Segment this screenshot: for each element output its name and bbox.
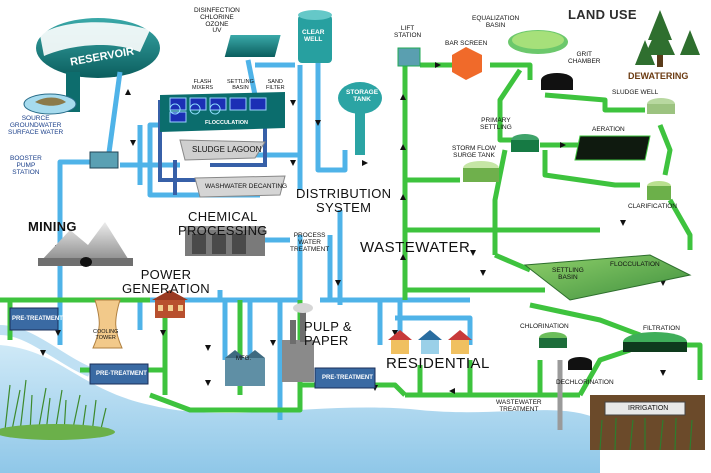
treated-water-pipes <box>57 55 473 420</box>
flocculation-top-label: FLOCCULATION <box>205 120 248 126</box>
residential-houses <box>388 330 472 354</box>
mining-mountain <box>38 222 133 267</box>
dechlorination-tank <box>568 357 592 370</box>
mfg-label: MFG. <box>236 356 251 362</box>
treatment-plant <box>160 92 285 132</box>
grit-chamber <box>541 73 573 90</box>
chlorination-label: CHLORINATION <box>520 323 569 330</box>
pre-treatment-box-2 <box>89 363 149 385</box>
washwater-decanting <box>194 175 286 198</box>
dechlorination-label: DECHLORINATION <box>556 379 614 386</box>
settling-flocculation-basin <box>523 254 692 301</box>
wastewater-label: WASTEWATER <box>360 239 471 256</box>
aeration-basin <box>574 135 651 161</box>
land-use-title: LAND USE <box>568 7 637 22</box>
sludge-lagoon-label: SLUDGE LAGOON <box>192 145 262 154</box>
mining-label: MINING <box>28 219 77 234</box>
equalization-basin <box>508 30 568 54</box>
dewatering-label: DEWATERING <box>628 71 689 81</box>
pre-treatment-box-3 <box>314 367 376 389</box>
residential-label: RESIDENTIAL <box>386 355 490 372</box>
tree-icon <box>635 10 700 67</box>
primary-settling-tank <box>511 134 539 152</box>
clarification-tank <box>647 181 671 200</box>
lift-station <box>397 47 421 67</box>
pulp-paper-label: PULP &PAPER <box>304 319 352 348</box>
sludge-lagoon <box>179 139 266 161</box>
reeds <box>0 379 115 440</box>
bar-screen <box>452 47 482 80</box>
reservoir <box>36 18 160 112</box>
sludge-well-label: SLUDGE WELL <box>612 89 659 96</box>
chlorination-tank <box>539 332 567 348</box>
wastewater-pipes <box>0 62 703 413</box>
booster-pump-station <box>89 151 119 169</box>
source-well <box>23 93 77 115</box>
pulp-paper-factory <box>282 303 314 382</box>
irrigation-label: IRRIGATION <box>628 405 669 412</box>
pre-treatment-label-2: PRE-TREATMENT <box>96 371 147 377</box>
pre-treatment-box-1 <box>9 307 59 331</box>
mfg-building <box>225 350 265 386</box>
filtration-tank <box>623 332 687 352</box>
pre-treatment-label-1: PRE-TREATMENT <box>12 316 63 322</box>
washwater-label: WASHWATER DECANTING <box>205 183 288 190</box>
flow-arrows <box>40 62 666 394</box>
cooling-tower <box>92 299 123 349</box>
clarification-label: CLARIFICATION <box>628 203 677 210</box>
aeration-label: AERATION <box>592 126 625 133</box>
power-plant <box>152 290 188 318</box>
storm-flow-tank <box>463 161 499 182</box>
sludge-well <box>647 98 675 114</box>
flocculation-low-label: FLOCCULATION <box>610 261 660 268</box>
chemical-processing-plant <box>185 226 265 256</box>
pre-treatment-label-3: PRE-TREATMENT <box>322 375 373 381</box>
bar-screen-label: BAR SCREEN <box>445 40 488 47</box>
storage-tank <box>338 82 382 155</box>
disinfection-unit <box>224 35 281 57</box>
clear-well <box>298 10 332 63</box>
filtration-label: FILTRATION <box>643 325 680 332</box>
irrigation-field <box>590 395 705 451</box>
